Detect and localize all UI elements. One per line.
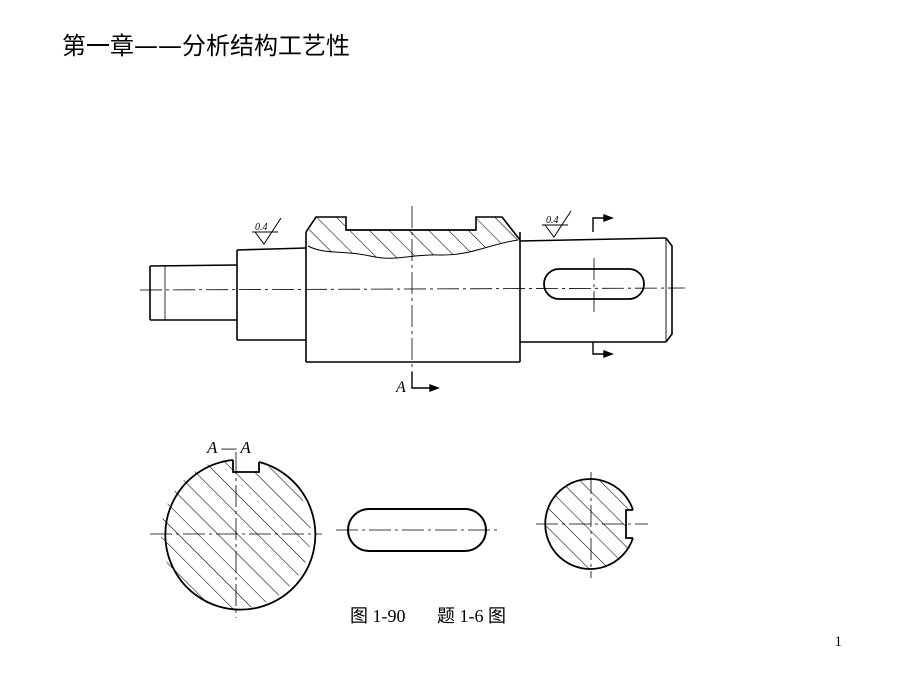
section-a-marker	[411, 372, 440, 393]
section-small-view	[536, 472, 648, 578]
shaft-left-end	[149, 264, 238, 321]
shaft-elevation	[149, 216, 673, 363]
shaft-step-2	[236, 247, 307, 341]
broken-out-section	[307, 217, 519, 259]
figure-caption-number: 图 1-90	[350, 606, 406, 626]
page-number: 1	[834, 634, 843, 650]
section-a-a-view	[150, 452, 322, 618]
roughness-value-left: 0.4	[255, 222, 268, 233]
section-cut-marker-right	[592, 213, 614, 359]
roughness-value-right: 0.4	[546, 215, 559, 226]
shaft-right-end	[519, 237, 673, 343]
roughness-symbol-left	[252, 217, 282, 245]
section-marker-letter: A	[395, 379, 406, 396]
centerlines	[139, 206, 686, 388]
figure-caption-problem: 题 1-6 图	[437, 606, 506, 626]
section-view-label: A — A	[206, 438, 251, 457]
slide-title: 第一章——分析结构工艺性	[62, 32, 350, 60]
roughness-symbol-right	[542, 210, 572, 238]
keyway-slot-plan-view	[336, 508, 500, 552]
